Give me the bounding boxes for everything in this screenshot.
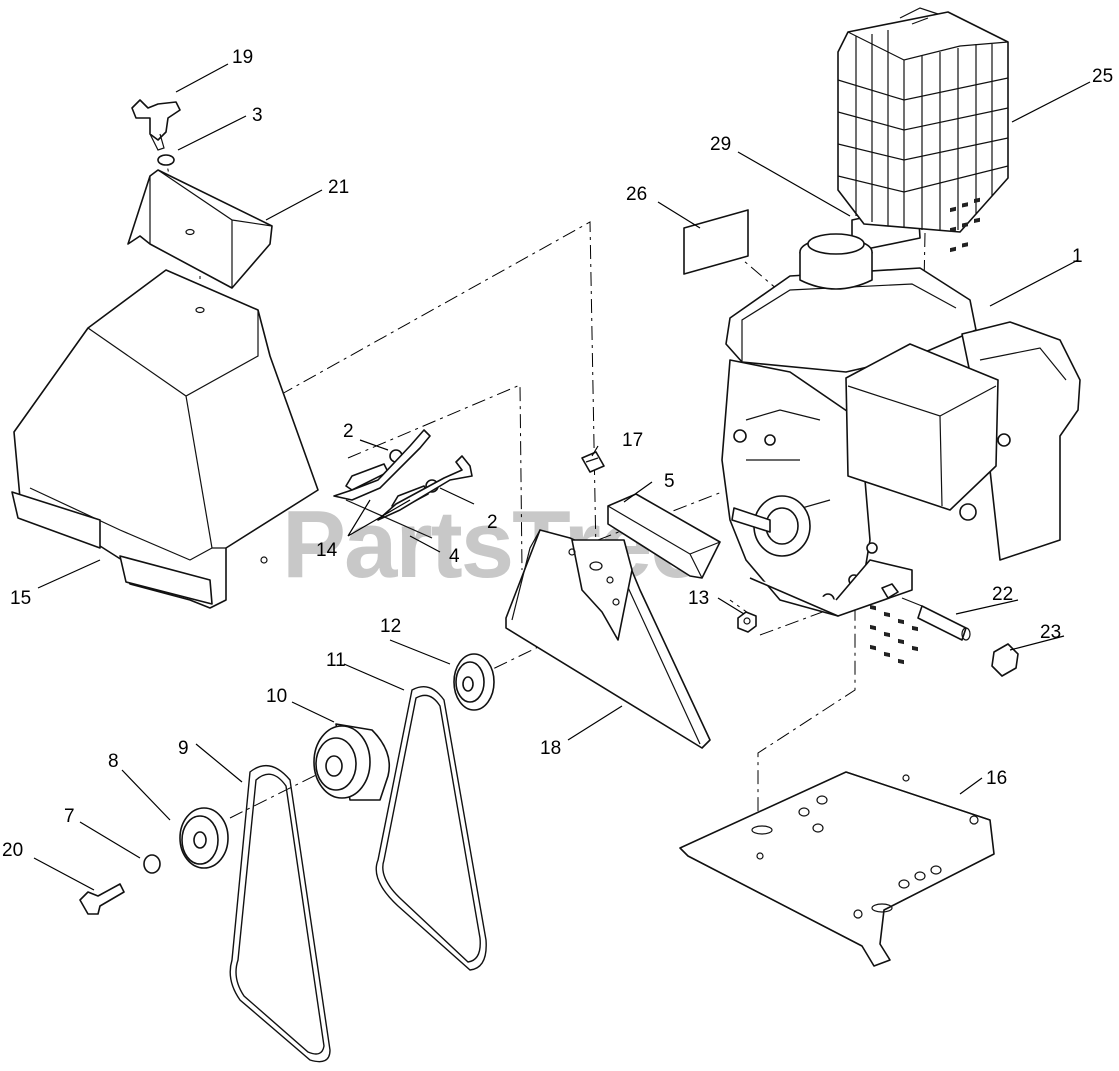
callout-14: 14 <box>316 540 338 561</box>
part-20-bolt <box>79 883 125 915</box>
part-21-bracket <box>127 169 273 289</box>
callout-17: 17 <box>622 430 643 451</box>
callout-9: 9 <box>178 738 189 759</box>
leader-lines <box>33 63 1091 891</box>
part-1-engine <box>721 197 1081 665</box>
callout-7: 7 <box>64 806 75 827</box>
part-26-decal <box>683 209 749 275</box>
callout-labels: 1 2 2 3 4 5 7 8 9 10 11 12 13 14 15 16 1… <box>2 47 1113 861</box>
part-12-pulley <box>453 653 495 711</box>
callout-1: 1 <box>1072 246 1083 267</box>
callout-21: 21 <box>328 177 349 198</box>
callout-20: 20 <box>2 840 23 861</box>
callout-4: 4 <box>449 546 460 567</box>
part-13-nut <box>737 611 757 633</box>
callout-18: 18 <box>540 738 561 759</box>
part-23-cap-nut <box>991 643 1019 677</box>
part-22-stud <box>901 597 971 641</box>
part-4-bracket <box>333 429 473 539</box>
callout-10: 10 <box>266 686 287 707</box>
part-9-v-belt <box>229 764 331 1063</box>
callout-29: 29 <box>710 134 731 155</box>
part-25-air-cleaner-cage <box>837 7 1009 233</box>
callout-19: 19 <box>232 47 253 68</box>
callout-13: 13 <box>688 588 709 609</box>
callout-2-upper: 2 <box>343 421 354 442</box>
part-10-double-pulley <box>313 723 391 801</box>
part-8-drive-pulley <box>179 807 229 869</box>
part-15-belt-guard <box>11 269 319 609</box>
callout-11: 11 <box>326 650 346 671</box>
callout-16: 16 <box>986 768 1007 789</box>
callout-23: 23 <box>1040 622 1061 643</box>
part-16-base-plate <box>679 771 995 967</box>
callout-8: 8 <box>108 751 119 772</box>
callout-5: 5 <box>664 471 675 492</box>
part-17-clip-nut <box>581 451 605 473</box>
callout-26: 26 <box>626 184 647 205</box>
part-19-t-handle-knob <box>131 99 181 151</box>
callout-2-lower: 2 <box>487 512 498 533</box>
callout-3: 3 <box>252 105 263 126</box>
callout-22: 22 <box>992 584 1013 605</box>
callout-25: 25 <box>1092 66 1113 87</box>
callout-15: 15 <box>10 588 31 609</box>
part-11-v-belt <box>375 686 487 971</box>
part-3-washer <box>157 154 175 166</box>
part-7-washer <box>143 854 161 874</box>
callout-12: 12 <box>380 616 401 637</box>
part-18-mount-plate <box>505 529 711 749</box>
